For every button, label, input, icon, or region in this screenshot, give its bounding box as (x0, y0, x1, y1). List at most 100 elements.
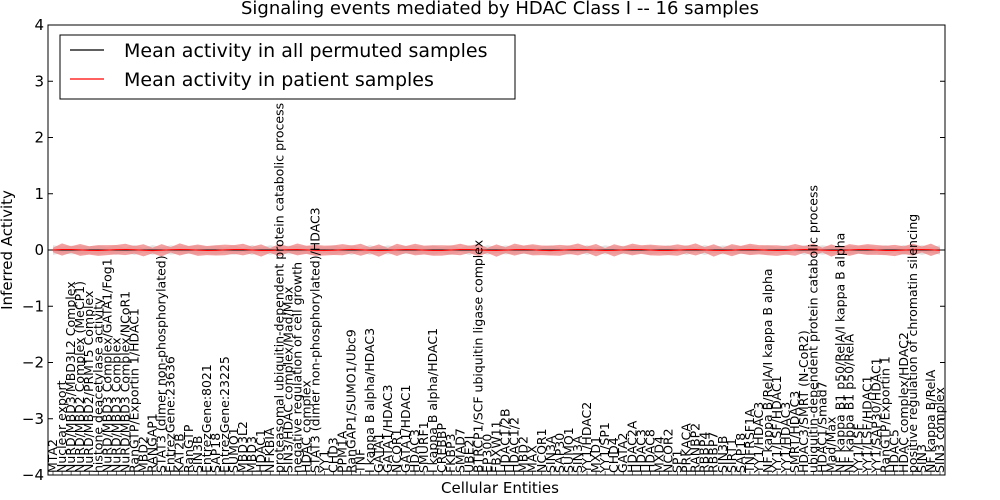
lines (52, 248, 941, 252)
category-label: Mad/Max (823, 417, 838, 473)
category-label: HDAC complex/HDAC2 (896, 332, 911, 473)
category-label: UBE2I (461, 436, 476, 473)
category-label: Nuclear export (54, 380, 69, 473)
category-label: RanGTP/Exportin 1 (878, 356, 893, 473)
category-label: SUMO1 (561, 427, 576, 473)
category-label: STAT3 (dimer non-phosphorylated) (154, 255, 169, 473)
category-label: GATA1/HDAC1 (398, 385, 413, 473)
category-label: BTRCP1/SCF ubiquitin ligase complex (470, 240, 485, 473)
category-label: CHD3 (326, 437, 341, 473)
y-tick-label: −4 (22, 466, 44, 484)
category-label: RANBP2 (688, 423, 703, 473)
y-tick-label: −2 (22, 354, 44, 372)
plot-frame (47, 24, 946, 476)
category-label: positive regulation of chromatin silenci… (905, 214, 920, 473)
category-label: MBD2 (516, 436, 531, 473)
category-label: TNFRSF1A (742, 408, 757, 474)
category-label: histone deacetylase activity (90, 297, 105, 473)
category-label: HDAC1 (253, 429, 268, 473)
category-label: YY1/HDAC3 (778, 402, 793, 474)
category-label: CREBBP (434, 423, 449, 473)
category-label: EP300 (479, 434, 494, 473)
category-label: MBD3L2 (235, 421, 250, 473)
category-label: I kappa B alpha/HDAC3 (362, 328, 377, 473)
y-axis-label: Inferred Activity (0, 190, 16, 310)
y-tick-label: −1 (22, 297, 44, 315)
x-axis-label: Cellular Entities (441, 479, 559, 497)
category-label: SMURF1 (416, 421, 431, 473)
category-label: FBXW11 (489, 420, 504, 473)
category-label: EntrezGene:8021 (199, 364, 214, 473)
category-label: HDAC3 (407, 429, 422, 473)
category-label: SIRT1 (724, 438, 739, 473)
category-label: MXD1 (588, 436, 603, 473)
legend-box (59, 34, 516, 100)
category-label: TNF (353, 449, 368, 474)
category-label: I kappa B alpha/HDAC1 (425, 328, 440, 473)
category-label: MXD4 (651, 436, 666, 473)
category-label: YY1/SAP30/HDAC1 (869, 357, 884, 474)
category-label: SAP30 (552, 433, 567, 473)
category-label: KAT2B (172, 433, 187, 473)
category-label: NF kappa B1 p50/RelA (841, 333, 856, 473)
category-label: MTA2 (45, 439, 60, 473)
category-label: SMAD7 (452, 428, 467, 473)
category-label: NFKBIA (262, 427, 277, 473)
category-label: MAX (525, 445, 540, 473)
category-label: HDAC8 (642, 429, 657, 473)
y-tick-label: −3 (22, 410, 44, 428)
legend-entry-patient: Mean activity in patient samples (124, 69, 434, 91)
category-label: RBBP4 (697, 432, 712, 473)
category-label: YY1/SP1 (597, 422, 612, 474)
category-label: RanGAP1/SUMO1/Ubc9 (344, 329, 359, 473)
category-label: RANGAP1 (145, 413, 160, 473)
category-label: GATA2 (615, 433, 630, 473)
category-label: MBD3 (244, 436, 259, 473)
category-label: SMRT/HDAC3 (787, 391, 802, 473)
y-tick-label: 4 (34, 16, 44, 34)
category-label: ubiquitin-dependent protein catabolic pr… (805, 185, 820, 473)
category-label: SAP18 (208, 433, 223, 473)
category-label: HDAC1/Smad7 (814, 381, 829, 473)
legend: Mean activity in all permuted samples Me… (59, 34, 516, 100)
category-label: NCOR2 (660, 428, 675, 473)
category-label: RBBP7 (706, 432, 721, 473)
category-label: RanGTP/Exportin 1/HDAC1 (126, 308, 141, 473)
category-label: HDAC1/2 (507, 417, 522, 473)
series-line (52, 248, 941, 252)
category-label: HDAC5 (887, 429, 902, 473)
category-label: SUMO1 (226, 427, 241, 473)
category-label: NF kappa B/RelA (923, 369, 938, 473)
category-label: CHD4 (606, 437, 621, 473)
category-label: NuRD/MBD2/PRMT5 Complex (81, 291, 96, 473)
category-label: SIN3B (715, 436, 730, 474)
category-label: PRKACA (679, 423, 694, 473)
category-label: NuRD/MBD2 Complex (MeCP1) (72, 281, 87, 473)
category-label: YY1/LSF/HDAC1 (769, 375, 784, 474)
category-label: HDAC3 (633, 429, 648, 473)
category-label: SAP18 (733, 433, 748, 473)
category-label: FKBP3 (443, 434, 458, 473)
category-label: STAT3 (dimer non-phosphorylated)/HDAC3 (307, 207, 322, 473)
y-tick-label: 2 (34, 129, 44, 147)
category-label: YY1/HDAC3 (751, 402, 766, 474)
category-label: proteasomal ubiquitin-dependent protein … (271, 103, 286, 473)
y-tick-label: 3 (34, 72, 44, 90)
category-label: SIN3 (914, 444, 929, 473)
category-label: SIN3A (543, 435, 558, 473)
category-label: PPM1A (335, 430, 350, 473)
category-label: NuRD/MBD3 Complex/NCoR1 (117, 291, 132, 473)
category-label: NCOR1 (389, 428, 404, 473)
chart-title: Signaling events mediated by HDAC Class … (241, 0, 759, 19)
category-label: NuRD/MBD3 Complex/GATA1/Fog1 (99, 258, 114, 473)
category-label: SIN3/HDAC complex/Mad/Max (280, 286, 295, 473)
category-label: YY1/LSF (851, 423, 866, 474)
category-label: NCOR1 (534, 428, 549, 473)
category-label: RanGTP (181, 424, 196, 473)
category-label: YY1 (317, 450, 332, 474)
category-label: HDAC1/2B (498, 408, 513, 473)
y-tick-label: 0 (34, 241, 44, 259)
